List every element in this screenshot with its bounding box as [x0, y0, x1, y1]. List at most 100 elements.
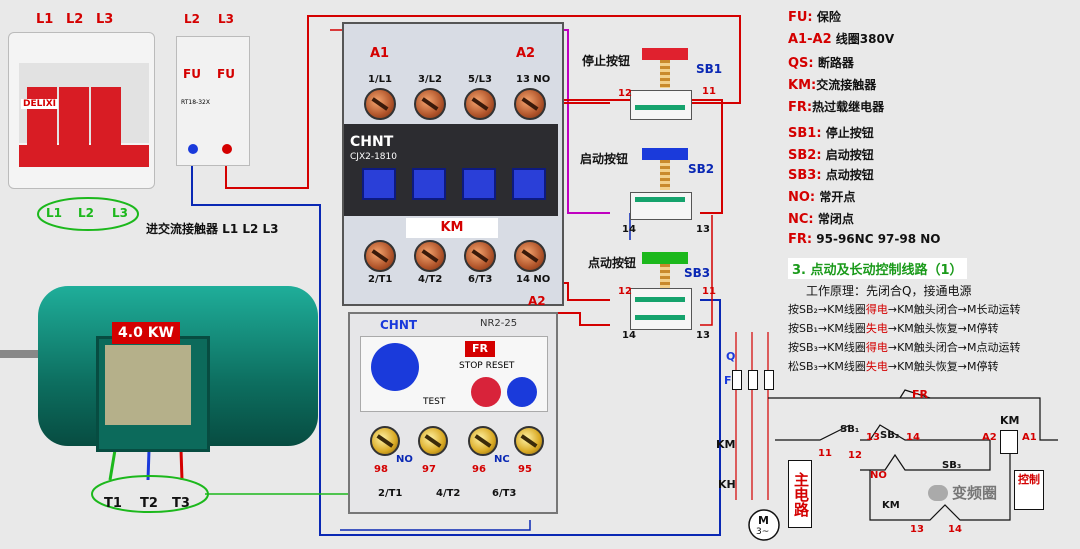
contactor-a2: A2 — [516, 46, 536, 61]
screw-terminal[interactable] — [370, 426, 400, 456]
sb3-label: SB3 — [684, 266, 711, 280]
sb3-pin-11: 11 — [702, 286, 716, 297]
legend-value: 启动按钮 — [825, 148, 874, 162]
screw-terminal[interactable] — [514, 240, 546, 272]
sch-pin-13b: 13 — [910, 524, 924, 535]
stop-button-cap[interactable] — [642, 48, 688, 60]
step-row: 按SB₃→KM线圈得电→KM触头闭合→M点动运转 — [788, 338, 1021, 357]
start-button-cap[interactable] — [642, 148, 688, 160]
overload-num-97: 97 — [422, 464, 436, 475]
sch-motor: M — [758, 514, 769, 527]
step-state: 失电 — [865, 360, 888, 373]
legend-key: FU: — [788, 10, 813, 25]
legend: FU: 保险 A1-A2 线圈380V QS: 断路器 KM:交流接触器 FR:… — [788, 8, 988, 248]
contactor-top-term-1: 1/L1 — [368, 74, 392, 85]
wechat-icon — [928, 484, 948, 501]
legend-value: 停止按钮 — [825, 126, 874, 140]
screw-terminal[interactable] — [414, 240, 446, 272]
screw-terminal[interactable] — [514, 426, 544, 456]
step-row: 松SB₃→KM线圈失电→KM触头恢复→M停转 — [788, 357, 1021, 376]
sch-fr: FR — [912, 388, 928, 401]
inlet-caption: 进交流接触器 L1 L2 L3 — [146, 222, 279, 236]
sb2-pin-14: 14 — [622, 224, 636, 235]
stop-button[interactable] — [471, 377, 501, 407]
current-dial[interactable] — [371, 343, 419, 391]
legend-key: FR: — [788, 232, 813, 247]
contactor-contact-block — [412, 168, 446, 200]
screw-terminal[interactable] — [464, 88, 496, 120]
contactor-bottom-term-3: 6/T3 — [468, 274, 493, 285]
overload-relay: CHNT NR2-25 FR STOP RESET TEST 98 97 96 … — [348, 312, 558, 514]
contactor-a2-bottom: A2 — [528, 294, 546, 308]
step-state: 得电 — [865, 303, 888, 316]
screw-terminal[interactable] — [514, 88, 546, 120]
legend-key: A1-A2 — [788, 32, 832, 47]
step-action: 按SB₁→KM线圈 — [788, 322, 866, 335]
contactor-bottom-term-2: 4/T2 — [418, 274, 443, 285]
screw-terminal[interactable] — [364, 88, 396, 120]
contactor-contact-block — [462, 168, 496, 200]
overload-bottom-term-2: 4/T2 — [436, 488, 461, 499]
terminal-box — [96, 336, 210, 452]
sb3-pin-13: 13 — [696, 330, 710, 341]
sch-main-circuit: 主电路 — [788, 460, 812, 528]
sb2-pin-13: 13 — [696, 224, 710, 235]
sch-a2: A2 — [982, 432, 997, 443]
step-result: →KM触头恢复→M停转 — [887, 322, 999, 335]
breaker-bottom-l1: L1 — [46, 206, 62, 220]
legend-key: SB1: — [788, 126, 822, 141]
overload-num-96: 96 — [472, 464, 486, 475]
contactor-contact-block — [512, 168, 546, 200]
fuse-terminal-blue — [188, 144, 198, 154]
fuse-fu-2: FU — [217, 67, 235, 81]
contactor-top-term-3: 5/L3 — [468, 74, 492, 85]
sch-km-coil-label: KM — [1000, 414, 1020, 427]
circuit-breaker: L1 L2 L3 DELIXI L1 L2 L3 — [8, 10, 158, 220]
watermark-text: 变频圈 — [952, 484, 998, 502]
sch-q: Q — [726, 350, 736, 363]
overload-num-95: 95 — [518, 464, 532, 475]
overload-test: TEST — [423, 397, 446, 407]
steps-list: 按SB₂→KM线圈得电→KM触头闭合→M长动运转 按SB₁→KM线圈失电→KM触… — [788, 300, 1021, 376]
step-action: 按SB₂→KM线圈 — [788, 303, 866, 316]
fuse-fu-1: FU — [183, 67, 201, 81]
legend-key: QS: — [788, 56, 814, 71]
motor-term-t1: T1 — [104, 496, 122, 511]
contactor-contact-block — [362, 168, 396, 200]
legend-key: SB3: — [788, 168, 822, 183]
screw-terminal[interactable] — [364, 240, 396, 272]
sch-sb3: SB₃ — [942, 460, 962, 471]
breaker-label-l3: L3 — [96, 12, 114, 27]
step-result: →KM触头闭合→M点动运转 — [887, 341, 1021, 354]
step-row: 按SB₂→KM线圈得电→KM触头闭合→M长动运转 — [788, 300, 1021, 319]
jog-button-cap[interactable] — [642, 252, 688, 264]
reset-button[interactable] — [507, 377, 537, 407]
screw-terminal[interactable] — [414, 88, 446, 120]
legend-value: 点动按钮 — [825, 168, 874, 182]
legend-value: 线圈380V — [835, 32, 895, 46]
legend-key: NC: — [788, 212, 814, 227]
sch-no: NO — [870, 470, 887, 481]
breaker-toggle[interactable] — [59, 87, 89, 147]
contactor-km-label: KM — [406, 218, 498, 238]
contactor-model: CJX2-1810 — [350, 152, 397, 162]
breaker-toggle[interactable] — [91, 87, 121, 147]
legend-value: 常闭点 — [817, 212, 854, 226]
overload-bottom-term-3: 6/T3 — [492, 488, 517, 499]
motor-term-t2: T2 — [140, 496, 158, 511]
sch-km2: KM — [882, 500, 900, 511]
contactor-top-term-2: 3/L2 — [418, 74, 442, 85]
screw-terminal[interactable] — [468, 426, 498, 456]
overload-num-98: 98 — [374, 464, 388, 475]
contact-bar — [635, 197, 685, 202]
screw-terminal[interactable] — [464, 240, 496, 272]
sch-motor-sub: 3~ — [756, 527, 770, 537]
screw-terminal[interactable] — [418, 426, 448, 456]
step-result: →KM触头恢复→M停转 — [887, 360, 999, 373]
fuse-symbol — [748, 370, 758, 390]
breaker-toggle[interactable] — [27, 87, 57, 147]
sch-kh: KH — [718, 478, 736, 491]
sb3-pin-14: 14 — [622, 330, 636, 341]
legend-value: 常开点 — [819, 190, 856, 204]
overload-bottom-term-1: 2/T1 — [378, 488, 403, 499]
